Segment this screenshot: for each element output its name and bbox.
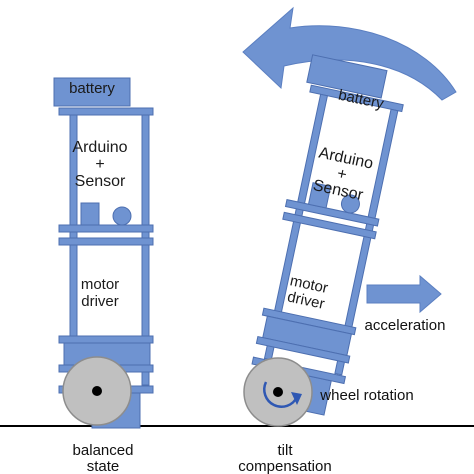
tilted-robot: battery Arduino + Sensor motor driver xyxy=(239,54,410,427)
tilt-direction-arrow xyxy=(242,6,457,101)
driver-label: driver xyxy=(81,293,119,310)
wheel-hub xyxy=(92,386,102,396)
plus-label: + xyxy=(336,165,349,184)
arduino-label: Arduino xyxy=(72,139,127,156)
battery-label: battery xyxy=(69,80,115,97)
tilt-compensation-label-line2: compensation xyxy=(238,458,331,474)
wheel-hub xyxy=(273,387,283,397)
balanced-state-label-line1: balanced xyxy=(73,442,134,459)
balanced-robot: battery Arduino + Sensor motor driver xyxy=(53,77,154,429)
balanced-state-label-line2: state xyxy=(87,458,120,474)
tilt-compensation-label-line1: tilt xyxy=(278,442,294,459)
motor-label: motor xyxy=(81,276,119,293)
acceleration-arrow-icon xyxy=(366,274,442,314)
acceleration-label: acceleration xyxy=(365,317,446,334)
wheel-rotation-label: wheel rotation xyxy=(319,387,413,404)
plus-label: + xyxy=(95,156,104,173)
rotation-arrow-icon xyxy=(263,381,302,408)
sensor-label: Sensor xyxy=(75,173,126,190)
